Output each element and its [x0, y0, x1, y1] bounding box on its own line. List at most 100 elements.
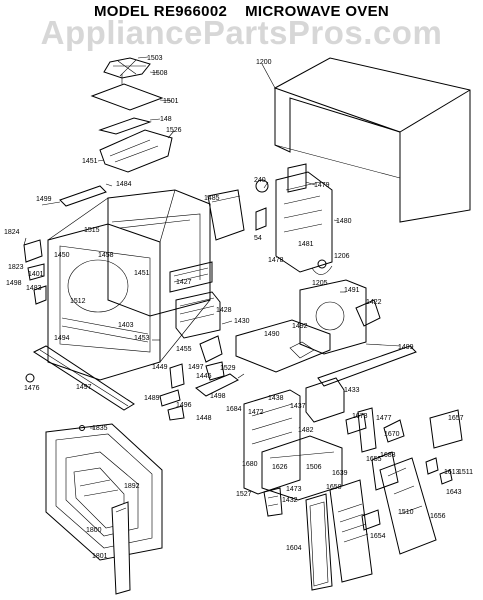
label-1643: 1643 — [446, 489, 462, 496]
label-1480: 1480 — [336, 218, 352, 225]
label-1476: 1476 — [24, 385, 40, 392]
label-1673: 1673 — [352, 413, 368, 420]
label-1506: 1506 — [306, 464, 322, 471]
label-1453: 1453 — [134, 335, 150, 342]
label-1498: 1498 — [6, 280, 22, 287]
label-1479: 1479 — [314, 182, 330, 189]
label-1200: 1200 — [256, 59, 272, 66]
label-1824: 1824 — [4, 229, 20, 236]
product-name: MICROWAVE OVEN — [245, 2, 390, 20]
label-1801: 1801 — [92, 553, 108, 560]
label-1823: 1823 — [8, 264, 24, 271]
label-1508: 1508 — [152, 70, 168, 77]
label-1451b: 1451 — [134, 270, 150, 277]
label-1639: 1639 — [332, 470, 348, 477]
label-148: 148 — [160, 116, 172, 123]
label-1680: 1680 — [242, 461, 258, 468]
keypad-panels — [305, 479, 381, 591]
label-1683: 1683 — [380, 452, 396, 459]
label-1483: 1483 — [26, 285, 42, 292]
label-1494: 1494 — [54, 335, 70, 342]
label-1655: 1655 — [366, 456, 382, 463]
label-1613: 1613 — [444, 469, 460, 476]
model-number: MODEL RE966002 — [93, 2, 228, 20]
control-housing — [357, 407, 463, 555]
label-1484: 1484 — [116, 181, 132, 188]
leader-lines — [23, 56, 401, 429]
label-1658: 1658 — [326, 484, 342, 491]
transformer — [175, 291, 221, 339]
label-1654: 1654 — [370, 533, 386, 540]
page-title: MODEL RE966002 MICROWAVE OVEN — [0, 0, 483, 22]
label-1427: 1427 — [176, 279, 192, 286]
label-1401: 1401 — [28, 271, 44, 278]
label-1458: 1458 — [98, 252, 114, 259]
label-1481: 1481 — [298, 241, 314, 248]
label-1490: 1490 — [264, 331, 280, 338]
small-brackets — [159, 335, 239, 421]
label-1892: 1892 — [124, 483, 140, 490]
label-1445: 1445 — [196, 373, 212, 380]
small-parts-bottom — [263, 487, 283, 517]
label-1503: 1503 — [147, 55, 163, 62]
label-1485: 1485 — [204, 195, 220, 202]
outer-case — [273, 57, 471, 223]
part-number-labels: 1503 1508 1501 148 1526 1451 1484 1200 1… — [4, 55, 473, 560]
label-1526: 1526 — [166, 127, 182, 134]
label-1450: 1450 — [54, 252, 70, 259]
label-1438: 1438 — [268, 395, 284, 402]
label-1437: 1437 — [290, 403, 306, 410]
stirrer-assembly — [90, 57, 173, 173]
fan-cover — [207, 163, 333, 275]
label-1499b: 1499 — [398, 344, 414, 351]
label-1449: 1449 — [152, 364, 168, 371]
label-1422: 1422 — [366, 299, 382, 306]
watermark-text: AppliancePartsPros.com — [40, 14, 443, 51]
label-1670: 1670 — [384, 431, 400, 438]
label-1835: 1835 — [92, 425, 108, 432]
label-54: 54 — [254, 235, 262, 242]
label-1510: 1510 — [398, 509, 414, 516]
label-1403: 1403 — [118, 322, 134, 329]
label-1489: 1489 — [144, 395, 160, 402]
label-1498b: 1498 — [210, 393, 226, 400]
label-1428: 1428 — [216, 307, 232, 314]
label-1800: 1800 — [86, 527, 102, 534]
label-1511: 1511 — [458, 469, 473, 476]
label-1433: 1433 — [344, 387, 360, 394]
label-1478: 1478 — [268, 257, 284, 264]
label-1477: 1477 — [376, 415, 392, 422]
door-assembly — [45, 423, 163, 595]
label-1491: 1491 — [344, 287, 360, 294]
label-1499a: 1499 — [36, 196, 52, 203]
label-1432: 1432 — [282, 497, 298, 504]
label-1604: 1604 — [286, 545, 302, 552]
label-1482: 1482 — [298, 427, 314, 434]
label-1472: 1472 — [248, 409, 264, 416]
label-1492: 1492 — [292, 323, 308, 330]
label-1430: 1430 — [234, 318, 250, 325]
label-1451a: 1451 — [82, 158, 98, 165]
shelf-bar — [25, 345, 135, 411]
label-1657: 1657 — [448, 415, 464, 422]
magnetron-bracket — [235, 279, 417, 387]
label-1527: 1527 — [236, 491, 252, 498]
label-1626: 1626 — [272, 464, 288, 471]
label-1206: 1206 — [334, 253, 350, 260]
label-1455: 1455 — [176, 346, 192, 353]
label-1512: 1512 — [70, 298, 86, 305]
oven-cavity — [23, 185, 213, 381]
label-1656: 1656 — [430, 513, 446, 520]
label-1473: 1473 — [286, 486, 302, 493]
label-1501: 1501 — [163, 98, 179, 105]
label-1515: 1515 — [84, 227, 100, 234]
control-bracket — [243, 377, 367, 501]
label-1497b: 1497 — [188, 364, 204, 371]
label-240: 240 — [254, 177, 266, 184]
label-1448: 1448 — [196, 415, 212, 422]
label-1496: 1496 — [176, 402, 192, 409]
label-1497a: 1497 — [76, 384, 92, 391]
label-1529: 1529 — [220, 365, 236, 372]
label-1684: 1684 — [226, 406, 242, 413]
